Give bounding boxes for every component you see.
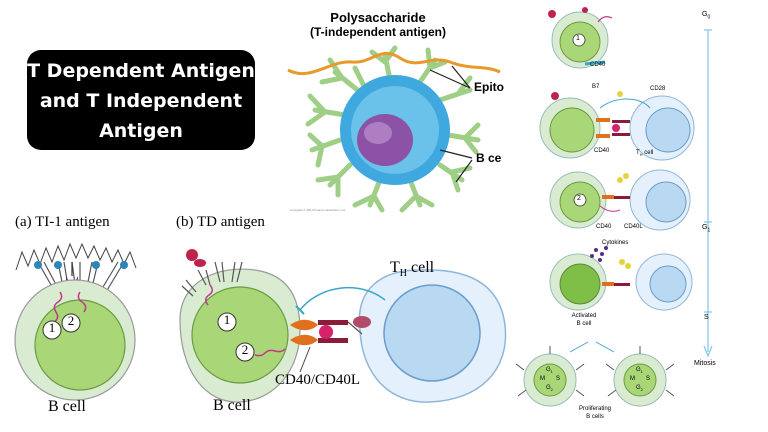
stage3-signal: 2 (577, 195, 581, 202)
stage2-cd40: CD40 (594, 148, 610, 154)
phase-g0-sub: 0 (707, 14, 711, 21)
page-title: T Dependent Antigen and T Independent An… (27, 50, 255, 150)
stage3-cd40: CD40 (596, 224, 612, 230)
phase-g1-letter: G (702, 224, 708, 231)
cd28-label: CD28 (650, 86, 666, 92)
left-phase-m: M (540, 376, 545, 382)
td-th-suffix: cell (407, 259, 435, 276)
b7-label: B7 (592, 84, 600, 90)
stage1-cd40: CD40 (590, 62, 606, 68)
phase-g1-label: G1 (702, 224, 710, 233)
td-signal-1: 1 (223, 312, 231, 327)
right-phase-g2: G2 (636, 385, 643, 392)
stage1-signal: 1 (576, 35, 580, 42)
td-signal-2: 2 (241, 342, 249, 357)
right-phase-g1: G1 (636, 367, 643, 374)
left-g1-sub: 1 (550, 369, 553, 375)
stage2-th-sub: H (639, 152, 643, 158)
td-th-subscript: H (399, 268, 408, 280)
right-phase-m: M (630, 376, 635, 382)
td-panel-label: (b) TD antigen (176, 214, 265, 230)
polysaccharide-heading-2: (T-independent antigen) (310, 25, 446, 39)
phase-g0-letter: G (702, 11, 708, 18)
td-th-cell-label: TH cell (390, 259, 434, 279)
stage2-th-letter: T (636, 150, 640, 156)
phase-s-label: S (704, 314, 709, 321)
right-g2-letter: G (636, 385, 641, 391)
mitosis-label: Mitosis (694, 360, 716, 367)
right-phase-s: S (646, 376, 651, 382)
right-g2-sub: 2 (640, 387, 643, 393)
phase-g0-label: G0 (702, 11, 710, 20)
ti-panel-label: (a) TI-1 antigen (15, 214, 110, 230)
right-g1-sub: 1 (640, 369, 643, 375)
title-line-3: Antigen (99, 120, 183, 142)
right-g1-letter: G (636, 367, 641, 373)
title-line-2: and T Independent (39, 90, 243, 112)
bcell-branches (305, 45, 481, 213)
activated-line-1: Activated (571, 313, 597, 319)
left-g2-letter: G (546, 385, 551, 391)
phase-g1-sub: 1 (707, 227, 711, 234)
td-bcell-label: B cell (213, 397, 251, 414)
left-phase-s: S (556, 376, 561, 382)
cd40-cd40l-label: CD40/CD40L (275, 372, 361, 388)
ti-signal-2: 2 (67, 313, 75, 328)
activated-line-2: B cell (576, 321, 592, 327)
proliferating-line-1: Proliferating (578, 406, 611, 412)
copyright-note: Copyright © 2013 Pearson Education, Inc. (290, 208, 347, 212)
stage2-th-suffix: cell (642, 150, 654, 156)
ti-bcell-label: B cell (48, 398, 86, 415)
title-line-1: T Dependent Antigen (27, 60, 255, 82)
polysaccharide-chain (287, 51, 501, 76)
bcell-label-top: B ce (476, 151, 502, 165)
proliferating-line-2: B cells (586, 414, 604, 420)
left-phase-g1: G1 (546, 367, 553, 374)
polysaccharide-heading-1: Polysaccharide (330, 10, 426, 25)
td-th-letter: T (390, 259, 400, 276)
ti-signal-1: 1 (48, 320, 56, 335)
left-phase-g2: G2 (546, 385, 553, 392)
left-g1-letter: G (546, 367, 551, 373)
cytokines-label: Cytokines (602, 240, 629, 246)
left-g2-sub: 2 (550, 387, 553, 393)
stage2-th-cell: TH cell (636, 150, 653, 157)
epitope-label: Epito (474, 80, 504, 94)
stage3-cd40l: CD40L (624, 224, 643, 230)
